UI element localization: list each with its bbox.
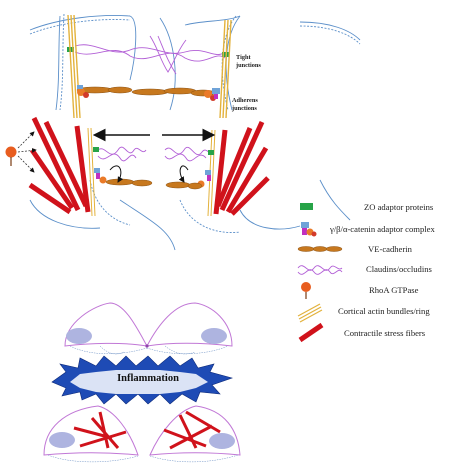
- inflamed-cortical-net: [47, 454, 239, 463]
- stress-fibers-right: [213, 120, 270, 216]
- inflamed-cells: [43, 405, 241, 463]
- ve-cadherin-chain-top: [76, 86, 216, 97]
- inflamed-stress-fibers-right: [163, 410, 221, 450]
- stress-fibers-left: [28, 116, 91, 215]
- zo-adaptor-icon: [300, 203, 313, 210]
- claudin-strand-top: [74, 35, 226, 75]
- zo-adaptor-top-right: [222, 52, 229, 57]
- legend: [297, 203, 343, 343]
- junction-point: [145, 344, 149, 348]
- cell-membranes-top: [29, 13, 361, 251]
- stress-fiber-icon: [298, 322, 324, 343]
- legend-label-zo: ZO adaptor proteins: [364, 202, 434, 212]
- dissociation-arrow-left: [109, 165, 124, 183]
- inflamed-cell-left: [43, 405, 139, 456]
- rhoa-activation-arrows: [17, 131, 37, 173]
- legend-label-rhoa: RhoA GTPase: [369, 285, 419, 295]
- legend-label-stress-fibers: Contractile stress fibers: [344, 328, 426, 338]
- inflammation-label: Inflammation: [117, 373, 179, 384]
- cortical-net-resting: [69, 345, 229, 355]
- inflammation-burst-inner: [70, 370, 208, 394]
- tight-junctions-label-line1: Tight: [236, 54, 251, 61]
- resting-cells: [64, 302, 233, 355]
- legend-label-cortical-actin: Cortical actin bundles/ring: [338, 306, 430, 316]
- adherens-junctions-label: Adherens junctions: [232, 97, 258, 112]
- nucleus-right: [201, 328, 227, 344]
- cortical-actin-bundles: [67, 14, 232, 119]
- legend-label-claudins: Claudins/occludins: [366, 264, 432, 274]
- tight-junctions-label: Tight junctions: [236, 54, 261, 69]
- ve-cadherin-chain-lower: [105, 178, 203, 190]
- zo-adaptor-lower-right: [208, 150, 214, 155]
- cortical-actin-icon: [297, 303, 323, 323]
- catenin-complex-top-left: [77, 85, 89, 98]
- junction-panel: [5, 13, 361, 251]
- nucleus-left: [66, 328, 92, 344]
- inflamed-nucleus-right: [209, 433, 235, 449]
- inflamed-nucleus-left: [49, 432, 75, 448]
- legend-label-catenin: γ/β/α-catenin adaptor complex: [330, 224, 435, 234]
- claudin-occludin-icon: [297, 265, 343, 275]
- cortical-actin-lower: [87, 127, 216, 217]
- dissociation-arrow-right: [178, 165, 189, 183]
- catenin-complex-icon: [301, 222, 317, 237]
- rhoa-legend-icon: [301, 282, 311, 299]
- tight-junctions-label-line2: junctions: [236, 61, 261, 69]
- catenin-complex-top-right: [204, 88, 220, 101]
- legend-label-ve-cadherin: VE-cadherin: [368, 244, 412, 254]
- claudin-strand-lower: [97, 146, 213, 162]
- catenin-complex-lower-left: [94, 168, 107, 184]
- inflamed-stress-fibers-left: [73, 411, 127, 449]
- ve-cadherin-icon: [297, 246, 343, 252]
- rhoa-gtpase-icon: [5, 146, 17, 166]
- adherens-junctions-label-line2: junctions: [232, 104, 257, 112]
- zo-adaptor-lower-left: [93, 147, 99, 152]
- adherens-junctions-label-line1: Adherens: [232, 97, 258, 104]
